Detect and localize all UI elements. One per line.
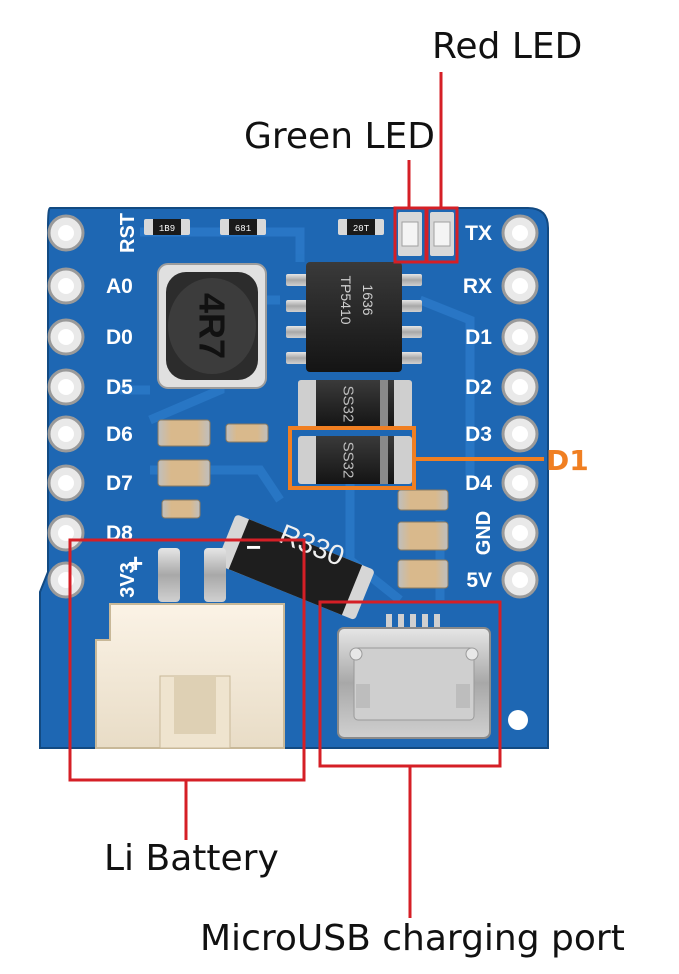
pin-label-left: D0 [106, 326, 133, 349]
pin-hole-center [58, 525, 74, 541]
smd-capacitor [225, 423, 269, 443]
pin-label-left: D5 [106, 376, 133, 399]
pin-hole-center [512, 329, 528, 345]
microusb-connector [337, 614, 491, 739]
resistor-code: 1B9 [159, 224, 175, 234]
pin-label-right: D4 [465, 472, 492, 495]
pin-hole-center [58, 572, 74, 588]
pin-label-left: RST [117, 213, 139, 253]
ic-marking-1: TP5410 [338, 275, 354, 324]
pin-hole-center [58, 225, 74, 241]
pin-hole-center [512, 379, 528, 395]
smd-capacitor [157, 459, 211, 487]
diode-d1: SS32 [298, 436, 412, 484]
smd-capacitor [397, 489, 449, 511]
diode-top: SS32 [298, 380, 412, 428]
pin-hole-center [512, 426, 528, 442]
pin-label-right: GND [473, 511, 495, 555]
charger-ic: TP5410 1636 [286, 262, 422, 372]
annotations [68, 72, 544, 918]
resistor-code: 681 [235, 224, 251, 234]
ic-marking-2: 1636 [360, 284, 376, 315]
diode-marking: SS32 [340, 442, 357, 479]
pin-label-right: D3 [465, 423, 492, 446]
inductor: 4R7 [157, 263, 267, 389]
li-battery-label: Li Battery [104, 838, 279, 879]
red-led-label: Red LED [432, 26, 582, 67]
smd-led [398, 212, 422, 256]
pin-hole-center [512, 525, 528, 541]
inductor-marking: 4R7 [192, 293, 233, 359]
smd-resistor: 20T [338, 219, 384, 235]
pin-hole-center [58, 475, 74, 491]
pin-hole-center [58, 278, 74, 294]
pin-label-left: 3V3 [117, 562, 139, 598]
pin-label-left: D8 [106, 522, 133, 545]
diode-marking: SS32 [340, 386, 357, 423]
battery-connector [95, 548, 285, 749]
pin-label-left: D7 [106, 472, 133, 495]
pin-hole-center [512, 225, 528, 241]
pin-hole-center [512, 475, 528, 491]
pin-label-right: D1 [465, 326, 492, 349]
pin-hole-center [58, 426, 74, 442]
smd-resistor: 681 [220, 219, 266, 235]
smd-capacitor [157, 419, 211, 447]
pin-label-left: A0 [106, 275, 133, 298]
pin-hole-center [512, 572, 528, 588]
smd-capacitor [161, 499, 201, 519]
pin-hole-center [58, 329, 74, 345]
minus-marking: − [246, 532, 261, 562]
d1-label: D1 [546, 444, 589, 477]
pin-label-left: D6 [106, 423, 133, 446]
pin-hole-center [58, 379, 74, 395]
pin-label-right: RX [463, 275, 492, 298]
microusb-label: MicroUSB charging port [200, 918, 625, 959]
smd-led [430, 212, 454, 256]
smd-capacitor [397, 559, 449, 589]
smd-capacitor [397, 521, 449, 551]
pin-label-right: D2 [465, 376, 492, 399]
pin-label-right: 5V [466, 569, 492, 592]
pin-hole-center [512, 278, 528, 294]
resistor-code: 20T [353, 224, 370, 234]
green-led-label: Green LED [244, 116, 435, 157]
pin-label-right: TX [465, 222, 492, 245]
plus-marking: + [128, 548, 143, 578]
smd-resistor: 1B9 [144, 219, 190, 235]
mounting-hole [508, 710, 528, 730]
